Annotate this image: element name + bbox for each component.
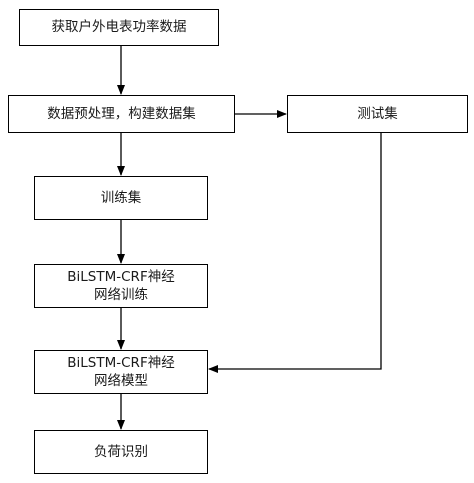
node-acquire-power-data: 获取户外电表功率数据 — [19, 9, 219, 46]
node-preprocess-build-dataset: 数据预处理，构建数据集 — [8, 95, 235, 133]
node-network-model-label: BiLSTM-CRF神经网络模型 — [67, 354, 175, 389]
node-network-training: BiLSTM-CRF神经网络训练 — [34, 264, 208, 308]
node-load-recognition: 负荷识别 — [34, 430, 208, 474]
node-train-set-label: 训练集 — [100, 189, 142, 206]
node-test-set-label: 测试集 — [357, 105, 398, 122]
node-network-model: BiLSTM-CRF神经网络模型 — [34, 350, 208, 394]
node-acquire-label: 获取户外电表功率数据 — [51, 19, 187, 36]
node-network-training-label: BiLSTM-CRF神经网络训练 — [67, 268, 175, 303]
node-preprocess-label: 数据预处理，构建数据集 — [47, 105, 196, 122]
node-test-set: 测试集 — [287, 95, 468, 133]
arrow-test-set-to-model — [208, 133, 382, 373]
node-train-set: 训练集 — [34, 176, 208, 220]
node-load-recognition-label: 负荷识别 — [94, 443, 148, 460]
